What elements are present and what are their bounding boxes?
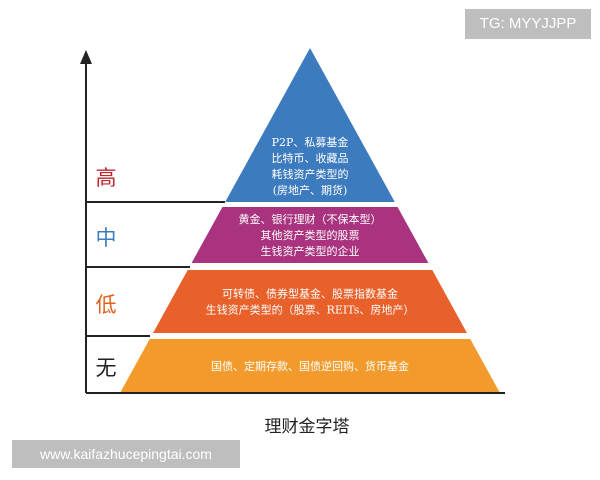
tier-2-text-line: 其他资产类型的股票 (261, 228, 360, 242)
tier-3-text-line: 可转债、债券型基金、股票指数基金 (222, 287, 398, 301)
tier-1-text-line: 比特币、收藏品 (272, 151, 349, 165)
risk-level-label: 中 (96, 226, 117, 250)
pyramid-tier-1 (225, 48, 395, 202)
tier-1-text-line: 耗钱资产类型的 (272, 167, 349, 181)
risk-level-label: 低 (96, 293, 117, 317)
watermark-bottom: www.kaifazhucepingtai.com (12, 440, 240, 468)
risk-level-label: 无 (96, 356, 117, 380)
tier-2-text-line: 生钱资产类型的企业 (261, 244, 360, 258)
tier-1-text-line: (房地产、期货) (273, 183, 348, 197)
diagram-caption: 理财金字塔 (265, 417, 350, 437)
tier-2-text-line: 黄金、银行理财（不保本型） (239, 212, 382, 226)
pyramid-tier-3 (153, 270, 467, 333)
watermark-top: TG: MYYJJPP (465, 9, 591, 39)
tier-4-text-line: 国债、定期存款、国债逆回购、货币基金 (211, 359, 409, 373)
risk-axis (80, 50, 505, 394)
pyramid-tier-2 (191, 207, 429, 263)
arrow-up-icon (80, 50, 92, 64)
risk-level-label: 高 (96, 166, 117, 190)
pyramid-tier-4 (120, 339, 500, 393)
tier-3-text-line: 生钱资产类型的（股票、REITs、房地产） (206, 303, 415, 317)
tier-1-text-line: P2P、私募基金 (272, 135, 349, 149)
